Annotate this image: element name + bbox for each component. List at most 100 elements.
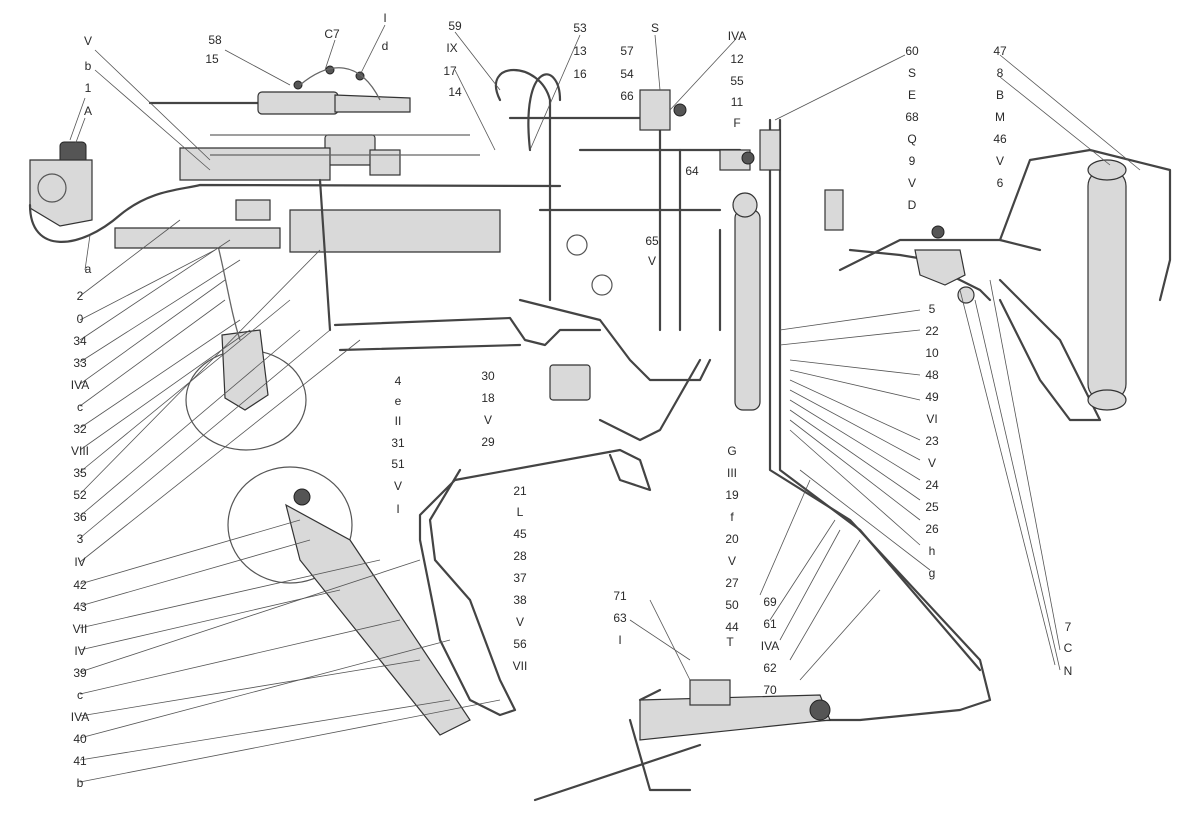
label-47: 47	[993, 44, 1007, 58]
label-18: 18	[481, 391, 495, 405]
label-48: 48	[925, 368, 939, 382]
label-c-2: c	[77, 688, 83, 702]
label-V-65: V	[648, 254, 656, 268]
label-VI: VI	[926, 412, 937, 426]
leader-lines	[69, 24, 1141, 783]
label-50: 50	[725, 598, 739, 612]
label-IV: IV	[74, 555, 85, 569]
label-Q: Q	[907, 132, 916, 146]
label-V: V	[84, 34, 92, 48]
label-V-38: V	[516, 615, 524, 629]
label-8: 8	[997, 66, 1004, 80]
label-63: 63	[613, 611, 627, 625]
label-IX: IX	[446, 41, 457, 55]
label-A: A	[84, 104, 92, 118]
label-IVA-2: IVA	[71, 710, 89, 724]
label-c: c	[77, 400, 83, 414]
label-4: 4	[395, 374, 402, 388]
central-valve-assembly	[549, 89, 844, 411]
label-69: 69	[763, 595, 777, 609]
label-B: B	[996, 88, 1004, 102]
label-b-2: b	[77, 776, 84, 790]
label-C: C	[1064, 641, 1073, 655]
label-IVA: IVA	[71, 378, 89, 392]
label-23: 23	[925, 434, 939, 448]
label-21: 21	[513, 484, 527, 498]
label-53: 53	[573, 21, 587, 35]
label-N: N	[1064, 664, 1073, 678]
label-a: a	[85, 262, 92, 276]
label-65: 65	[645, 234, 659, 248]
label-V-23: V	[928, 456, 936, 470]
label-17: 17	[443, 64, 457, 78]
label-9: 9	[909, 154, 916, 168]
label-15: 15	[205, 52, 219, 66]
label-57: 57	[620, 44, 634, 58]
label-46: 46	[993, 132, 1007, 146]
label-24: 24	[925, 478, 939, 492]
label-29: 29	[481, 435, 495, 449]
label-T: T	[726, 635, 734, 649]
label-f: f	[730, 510, 734, 524]
label-52: 52	[73, 488, 87, 502]
label-3: 3	[77, 532, 84, 546]
label-14: 14	[448, 85, 462, 99]
label-b: b	[85, 59, 92, 73]
label-6: 6	[997, 176, 1004, 190]
label-V-right: V	[908, 176, 916, 190]
label-28: 28	[513, 549, 527, 563]
label-61: 61	[763, 617, 777, 631]
label-I-bottom: I	[618, 633, 621, 647]
label-IV-2: IV	[74, 644, 85, 658]
label-S: S	[651, 21, 659, 35]
label-33: 33	[73, 356, 87, 370]
label-IVA-3: IVA	[761, 639, 779, 653]
component-D-valve	[914, 225, 966, 286]
label-35: 35	[73, 466, 87, 480]
label-III: III	[727, 466, 737, 480]
label-36: 36	[73, 510, 87, 524]
label-25: 25	[925, 500, 939, 514]
rear-left-wheel-disc	[227, 466, 471, 736]
label-e: e	[395, 394, 402, 408]
label-31: 31	[391, 436, 405, 450]
label-42: 42	[73, 578, 87, 592]
label-10: 10	[925, 346, 939, 360]
label-V-right-2: V	[996, 154, 1004, 168]
label-56: 56	[513, 637, 527, 651]
label-60: 60	[905, 44, 919, 58]
steering-column-top	[148, 65, 411, 176]
brake-pipe-network	[28, 69, 1172, 722]
label-68: 68	[905, 110, 919, 124]
label-11: 11	[731, 95, 744, 109]
label-V-18: V	[484, 413, 492, 427]
label-7: 7	[1065, 620, 1072, 634]
label-VII: VII	[73, 622, 88, 636]
label-F: F	[733, 116, 740, 130]
label-L: L	[517, 505, 524, 519]
front-axle-frame	[114, 134, 501, 253]
label-0: 0	[77, 312, 84, 326]
label-41: 41	[73, 754, 87, 768]
label-I-mid: I	[396, 502, 399, 516]
label-34: 34	[73, 334, 87, 348]
label-51: 51	[391, 457, 405, 471]
label-g: g	[929, 566, 936, 580]
label-66: 66	[620, 89, 634, 103]
label-44: 44	[725, 620, 739, 634]
label-30: 30	[481, 369, 495, 383]
label-D: D	[908, 198, 917, 212]
label-43: 43	[73, 600, 87, 614]
label-IVA-top: IVA	[728, 29, 746, 43]
label-58: 58	[208, 33, 222, 47]
label-II: II	[395, 414, 402, 428]
label-I: I	[383, 11, 386, 25]
label-S-right: S	[908, 66, 916, 80]
label-16: 16	[573, 67, 587, 81]
label-62: 62	[763, 661, 777, 675]
label-70: 70	[763, 683, 777, 697]
component-A-reservoir	[29, 141, 93, 227]
label-E: E	[908, 88, 916, 102]
